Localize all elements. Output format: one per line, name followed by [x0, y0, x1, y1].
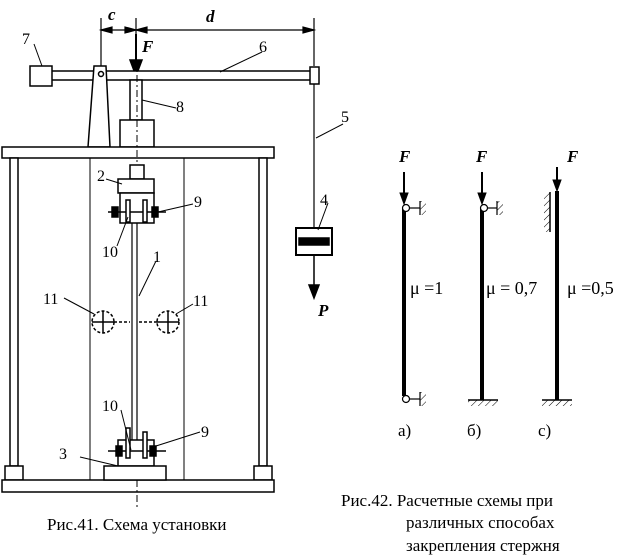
label-7: 7 [22, 31, 30, 48]
label-10-top: 10 [102, 244, 118, 261]
label-6: 6 [259, 39, 267, 56]
label-11-left: 11 [43, 291, 58, 308]
dimension-lines [98, 18, 317, 66]
scheme-c-force: F [566, 147, 579, 166]
scheme-a [399, 172, 426, 406]
weight [295, 227, 333, 301]
scheme-a-mu: μ =1 [410, 278, 443, 298]
lever-end-clamp [309, 66, 320, 85]
label-10-bottom: 10 [102, 398, 118, 415]
top-plate [1, 146, 275, 159]
leader-lines [33, 43, 344, 467]
scheme-labels: F F F μ =1 μ = 0,7 μ =0,5 а) б) с) [398, 147, 614, 440]
scheme-b-force: F [475, 147, 488, 166]
scheme-a-tag: а) [398, 421, 411, 440]
lower-grip [103, 427, 167, 481]
label-2: 2 [97, 168, 105, 185]
upper-grip [108, 164, 166, 224]
frame-columns [4, 157, 273, 481]
hinge-pin [97, 70, 105, 78]
scheme-c [542, 167, 572, 406]
scheme-c-mu: μ =0,5 [567, 278, 614, 298]
label-load-P: P [317, 301, 329, 320]
caption-fig42-line1: Рис.42. Расчетные схемы при [341, 491, 553, 510]
label-force-F: F [141, 37, 154, 56]
setup-diagram [1, 18, 344, 508]
scheme-b-tag: б) [467, 421, 481, 440]
label-3: 3 [59, 446, 67, 463]
caption-fig42-line3: закрепления стержня [406, 536, 560, 555]
specimen-rod [131, 190, 138, 470]
scheme-b-mu: μ = 0,7 [486, 278, 537, 298]
scheme-a-force: F [398, 147, 411, 166]
lever-bar [44, 70, 316, 81]
label-9-bottom: 9 [201, 424, 209, 441]
counterweight [29, 65, 53, 87]
setup-labels: c d F P 7 6 8 5 4 2 9 10 1 11 11 10 9 3 [22, 5, 349, 463]
bottom-plate [1, 479, 275, 493]
dial-indicator-right [139, 310, 180, 334]
force-arrow [128, 34, 144, 79]
label-4: 4 [320, 192, 328, 209]
caption-fig42-line2: различных способах [406, 513, 555, 532]
label-c: c [108, 5, 116, 24]
label-1: 1 [153, 249, 161, 266]
scheme-c-tag: с) [538, 421, 551, 440]
label-8: 8 [176, 99, 184, 116]
pressure-rod [129, 79, 143, 121]
caption-fig41: Рис.41. Схема установки [47, 515, 227, 534]
label-d: d [206, 7, 215, 26]
label-11-right: 11 [193, 293, 208, 310]
scheme-b [468, 172, 503, 406]
dial-indicator-left [91, 310, 130, 334]
label-9-top: 9 [194, 194, 202, 211]
label-5: 5 [341, 109, 349, 126]
